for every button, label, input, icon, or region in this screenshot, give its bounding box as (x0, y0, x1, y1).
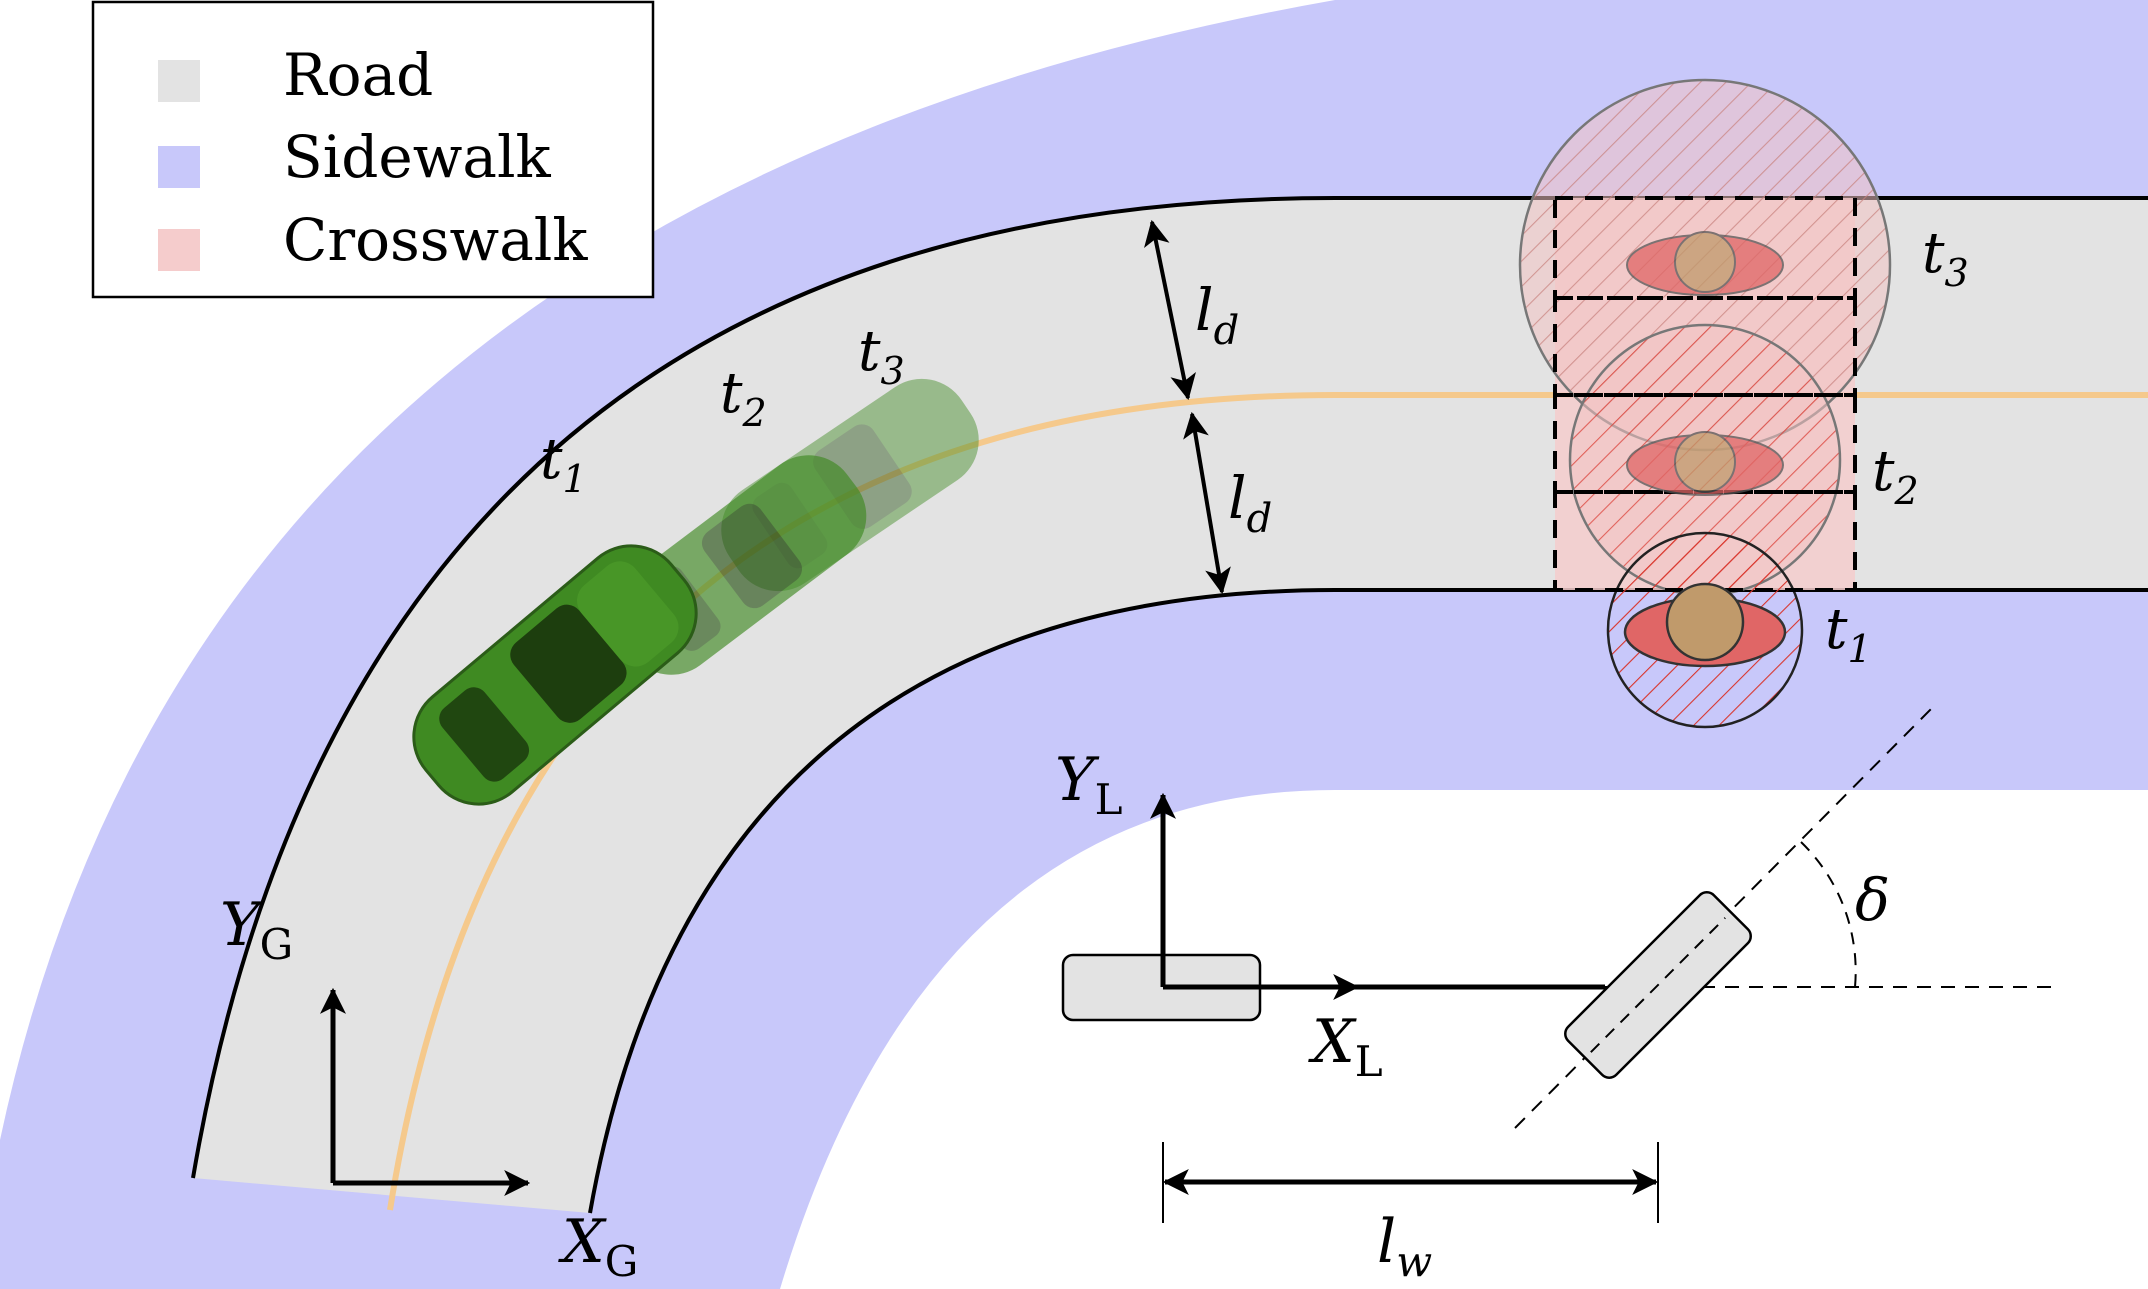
lane-width-label-upper: ld (1195, 276, 1239, 354)
road-inner-edge (588, 588, 2148, 1214)
car-label-t3: t3 (858, 319, 905, 393)
legend-item-sidewalk: Sidewalk (158, 123, 552, 191)
global-frame-axes (320, 987, 531, 1196)
pedestrian-label-t2: t2 (1872, 439, 1919, 513)
global-x-axis-label: XG (558, 1207, 638, 1286)
steering-angle-arc (1800, 841, 1857, 988)
car-t1 (412, 544, 698, 806)
road-outer-edge (191, 196, 2148, 1179)
svg-text:Sidewalk: Sidewalk (283, 123, 552, 191)
local-y-axis-label: YL (1055, 745, 1123, 824)
lane-width-arrows (1144, 219, 1231, 595)
svg-text:Road: Road (283, 41, 433, 109)
wheelbase-label: lw (1377, 1207, 1432, 1286)
legend: Road Sidewalk Crosswalk (91, 0, 655, 299)
car-label-t2: t2 (720, 361, 767, 435)
legend-item-crosswalk: Crosswalk (158, 206, 588, 274)
local-x-axis-label: XL (1308, 1007, 1383, 1086)
pedestrian-t1 (1623, 582, 1787, 668)
pedestrian-label-t3: t3 (1922, 221, 1969, 295)
car-label-t1: t1 (540, 427, 587, 501)
svg-text:Crosswalk: Crosswalk (283, 206, 588, 274)
pedestrian-t2 (1626, 431, 1784, 496)
pedestrian-label-t1: t1 (1825, 597, 1872, 671)
legend-item-road: Road (158, 41, 433, 109)
bicycle-model (1061, 704, 2052, 1223)
pedestrian-t3 (1626, 231, 1784, 296)
global-y-axis-label: YG (220, 890, 293, 969)
steering-angle-label: δ (1855, 866, 1890, 934)
lane-width-label-lower: ld (1228, 464, 1272, 542)
